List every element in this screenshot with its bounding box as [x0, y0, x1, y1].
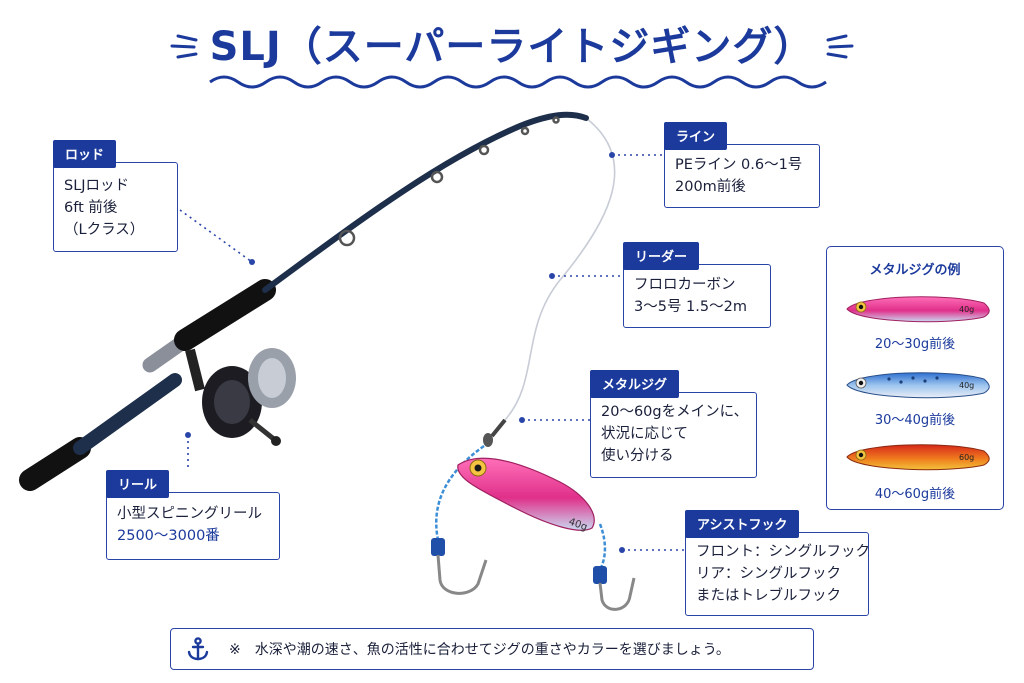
- connector-dots: [185, 152, 625, 553]
- leader-callout: フロロカーボン 3〜5号 1.5〜2m: [623, 264, 771, 328]
- jig-examples-title: メタルジグの例: [869, 263, 961, 278]
- line-line-2: 200m前後: [675, 179, 746, 195]
- jig-example-2-caption: 30〜40g前後: [874, 413, 956, 428]
- line-tag: ライン: [664, 122, 728, 150]
- metal-jig-callout: 20〜60gをメインに、 状況に応じて 使い分ける: [590, 392, 757, 478]
- assist-hook-line-2: リア：シングルフック: [696, 566, 841, 582]
- jig-example-2: 40g: [846, 372, 990, 399]
- jig-example-3-mark: 60g: [959, 453, 974, 462]
- leader-line-2: 3〜5号 1.5〜2m: [634, 299, 747, 315]
- main-metal-jig: 40g: [457, 457, 595, 533]
- title-decoration: [170, 34, 854, 89]
- line-line-1: PEライン 0.6〜1号: [675, 157, 803, 173]
- reel-callout: 小型スピニングリール 2500〜3000番: [106, 492, 280, 560]
- note-text: ※ 水深や潮の速さ、魚の活性に合わせてジグの重さやカラーを選びましょう。: [229, 642, 730, 658]
- jig-example-3-caption: 40〜60g前後: [874, 487, 956, 502]
- rod-callout: SLJロッド 6ft 前後 （Lクラス）: [53, 162, 178, 252]
- title-dash-right: [826, 34, 854, 59]
- reel-line-1: 小型スピニングリール: [117, 506, 262, 522]
- metal-jig-line-2: 状況に応じて: [601, 426, 688, 442]
- rod-line-3: （Lクラス）: [64, 222, 145, 238]
- jig-examples-panel: メタルジグの例 40g 20〜30g前後 40g 30〜40g前後 60g 40…: [826, 246, 1004, 510]
- assist-hook-line-3: またはトレブルフック: [696, 588, 841, 604]
- metal-jig-line-3: 使い分ける: [601, 448, 674, 464]
- reel: [185, 348, 296, 446]
- reel-line-2: 2500〜3000番: [117, 528, 220, 544]
- metal-jig-tag: メタルジグ: [590, 370, 680, 398]
- note-bar: ※ 水深や潮の速さ、魚の活性に合わせてジグの重さやカラーを選びましょう。: [170, 628, 814, 670]
- terminal-tackle: [431, 418, 636, 611]
- title-dash-left: [170, 34, 198, 59]
- line-callout: PEライン 0.6〜1号 200m前後: [664, 144, 820, 208]
- leader-line-1: フロロカーボン: [634, 277, 736, 293]
- leader-tag: リーダー: [623, 242, 700, 270]
- reel-tag: リール: [106, 470, 170, 498]
- jig-example-2-mark: 40g: [959, 381, 974, 390]
- jig-example-1-mark: 40g: [959, 305, 974, 314]
- assist-hook-tag: アシストフック: [685, 510, 800, 538]
- title-wave: [209, 75, 827, 89]
- jig-example-1: 40g: [846, 296, 990, 323]
- rod-line-2: 6ft 前後: [64, 200, 118, 216]
- assist-hook-line-1: フロント：シングルフック: [696, 544, 870, 560]
- rod-line-1: SLJロッド: [64, 178, 130, 194]
- jig-example-1-caption: 20〜30g前後: [874, 337, 956, 352]
- anchor-icon: [187, 637, 209, 661]
- assist-hook-callout: フロント：シングルフック リア：シングルフック またはトレブルフック: [685, 532, 870, 616]
- rod-tag: ロッド: [53, 140, 117, 168]
- jig-example-3: 60g: [846, 444, 990, 471]
- page-title: SLJ（スーパーライトジギング）: [209, 24, 815, 70]
- metal-jig-line-1: 20〜60gをメインに、: [601, 404, 749, 420]
- rod: [19, 111, 589, 491]
- connector-lines: [179, 154, 685, 551]
- fishing-line: [504, 117, 616, 421]
